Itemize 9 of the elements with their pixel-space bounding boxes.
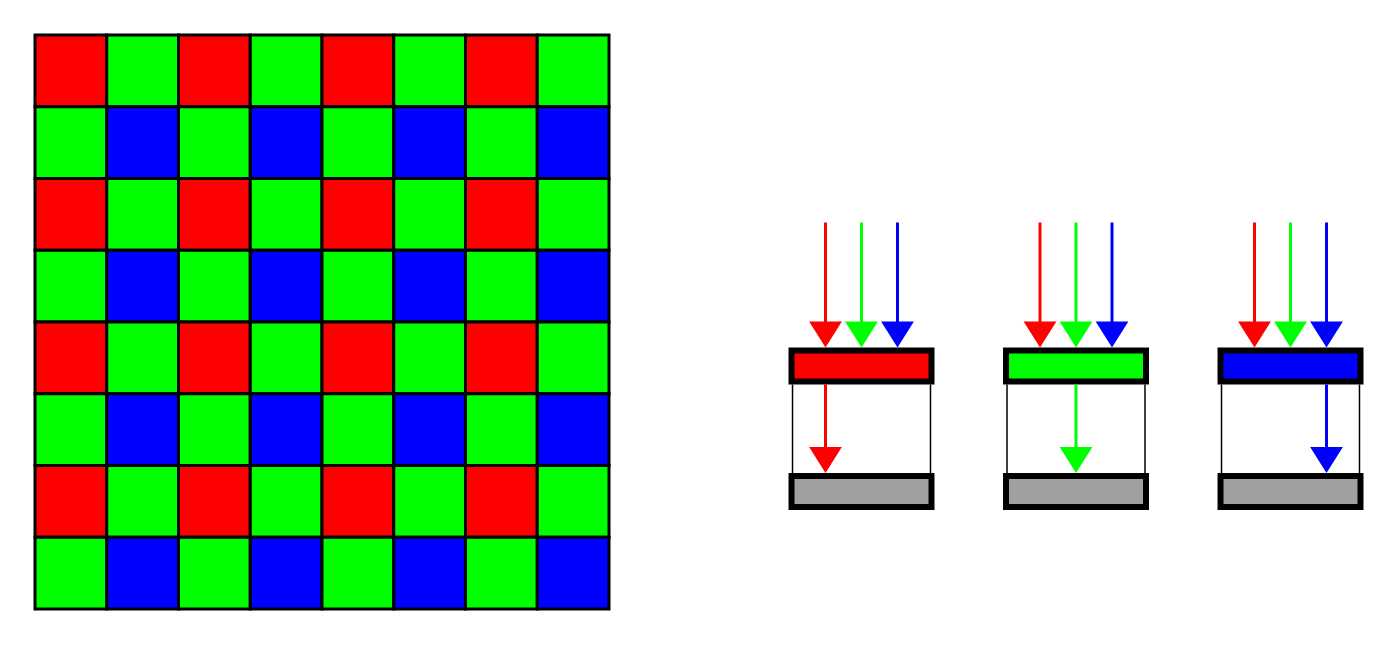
- sensor-bar: [1217, 473, 1364, 510]
- side-line: [1220, 383, 1223, 474]
- side-line: [791, 383, 794, 474]
- side-line: [1358, 383, 1361, 474]
- side-line: [1006, 383, 1008, 474]
- side-line: [929, 383, 932, 474]
- sensor-bar: [788, 473, 935, 510]
- side-line: [1144, 383, 1146, 474]
- sensor-bar: [1003, 473, 1149, 510]
